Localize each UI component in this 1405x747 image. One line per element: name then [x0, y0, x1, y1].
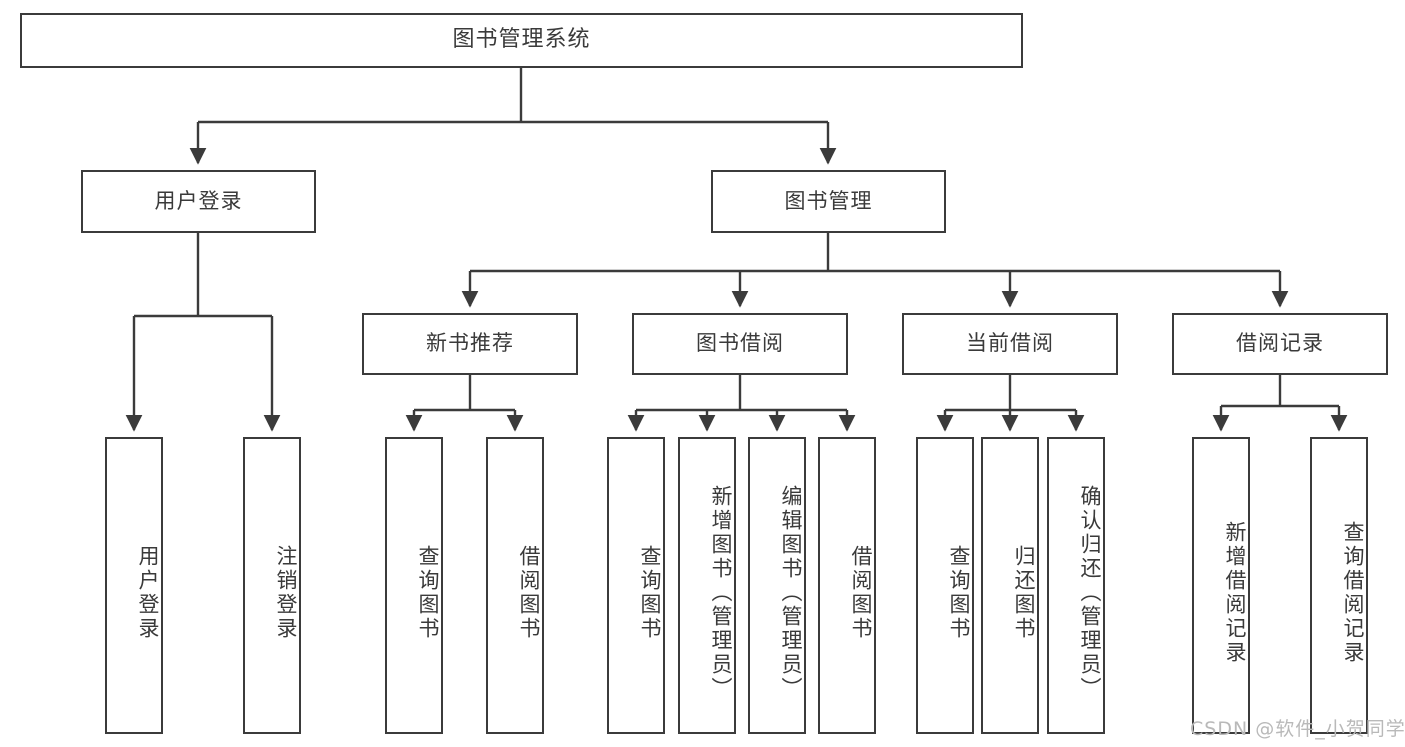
watermark: CSDN @软件_小贺同学 [1190, 718, 1405, 740]
node-user-login[interactable]: 用户登录 [81, 170, 316, 233]
node-root[interactable]: 图书管理系统 [20, 13, 1023, 68]
node-current-borrow[interactable]: 当前借阅 [902, 313, 1118, 375]
leaf-user-login[interactable]: 用户登录 [105, 437, 163, 734]
node-borrow-records[interactable]: 借阅记录 [1172, 313, 1388, 375]
leaf-query-borrow-record[interactable]: 查询借阅记录 [1310, 437, 1368, 734]
leaf-borrow-books[interactable]: 借阅图书 [818, 437, 876, 734]
leaf-add-book-admin[interactable]: 新增图书（管理员） [678, 437, 736, 734]
node-new-book-recommend[interactable]: 新书推荐 [362, 313, 578, 375]
leaf-confirm-return-admin[interactable]: 确认归还（管理员） [1047, 437, 1105, 734]
node-book-borrow[interactable]: 图书借阅 [632, 313, 848, 375]
leaf-query-books-recommend[interactable]: 查询图书 [385, 437, 443, 734]
leaf-add-borrow-record[interactable]: 新增借阅记录 [1192, 437, 1250, 734]
leaf-borrow-books-recommend[interactable]: 借阅图书 [486, 437, 544, 734]
node-book-management[interactable]: 图书管理 [711, 170, 946, 233]
leaf-edit-book-admin[interactable]: 编辑图书（管理员） [748, 437, 806, 734]
leaf-logout-login[interactable]: 注销登录 [243, 437, 301, 734]
leaf-query-books-current[interactable]: 查询图书 [916, 437, 974, 734]
leaf-return-books[interactable]: 归还图书 [981, 437, 1039, 734]
leaf-query-books-borrow[interactable]: 查询图书 [607, 437, 665, 734]
